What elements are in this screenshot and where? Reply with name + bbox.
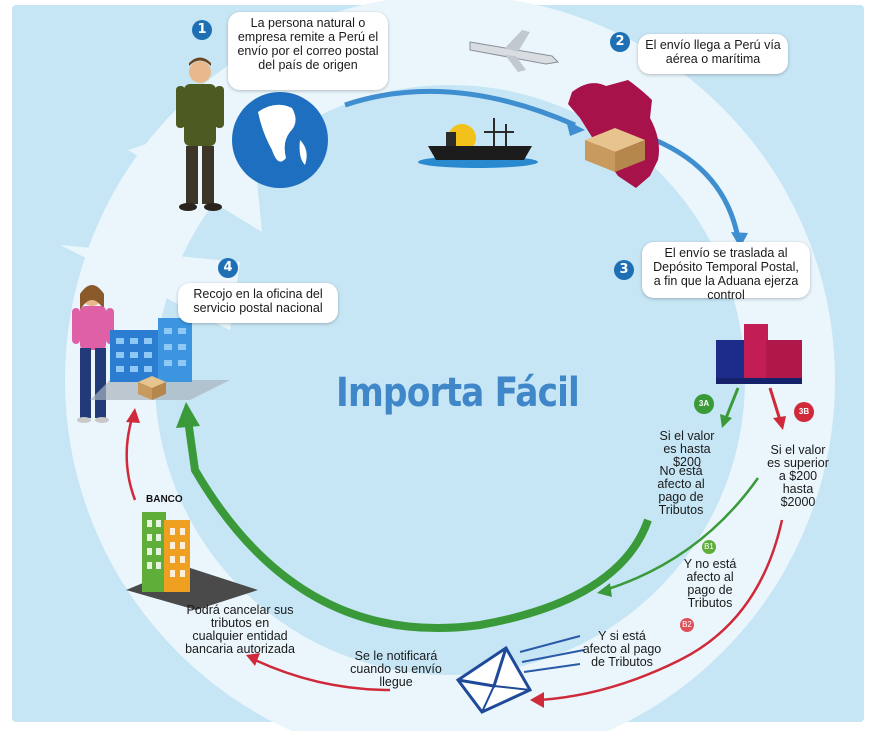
arrow-b2-head bbox=[530, 692, 544, 708]
tag-b1: B1 bbox=[702, 540, 716, 554]
step-1-text: La persona natural o empresa remite a Pe… bbox=[228, 12, 388, 90]
step-2-text: El envío llega a Perú vía aérea o maríti… bbox=[638, 34, 788, 74]
page-title: Importa Fácil bbox=[336, 370, 580, 416]
arrow-green-return-head bbox=[176, 402, 200, 428]
notify-text: Se le notificará cuando su envío llegue bbox=[350, 649, 442, 689]
arrow-2-3-head bbox=[731, 232, 748, 248]
branch-3a-value-text: Si el valor es hasta $200 bbox=[659, 429, 715, 469]
tag-3b: 3B bbox=[794, 402, 814, 422]
arrow-3b-head bbox=[773, 416, 786, 430]
arrow-bank-office-head bbox=[126, 408, 140, 423]
arrow-notify-bank-head bbox=[246, 653, 260, 666]
step-1-badge: 1 bbox=[192, 20, 212, 40]
branch-b1-text: Y no está afecto al pago de Tributos bbox=[683, 557, 737, 610]
bank-text: Podrá cancelar sus tributos en cualquier… bbox=[185, 603, 295, 656]
arrow-3a-head bbox=[720, 414, 732, 428]
branch-3b-value-text: Si el valor es superior a $200 hasta $20… bbox=[767, 443, 829, 509]
branch-b2-text: Y si está afecto al pago de Tributos bbox=[582, 629, 662, 669]
tag-b2: B2 bbox=[680, 618, 694, 632]
arrow-2-3 bbox=[654, 137, 741, 239]
step-4-text: Recojo en la oficina del servicio postal… bbox=[178, 283, 338, 323]
arrow-green-return bbox=[184, 419, 652, 632]
step-2-badge: 2 bbox=[610, 32, 630, 52]
arrow-1-2 bbox=[344, 88, 577, 128]
arrow-b1-head bbox=[597, 583, 612, 597]
arrow-3b bbox=[768, 387, 782, 421]
arrow-3a bbox=[724, 387, 740, 419]
step-3-badge: 3 bbox=[614, 260, 634, 280]
arrow-b1 bbox=[604, 477, 760, 592]
tag-3a: 3A bbox=[694, 394, 714, 414]
arrow-notify-bank bbox=[254, 658, 391, 692]
step-3-text: El envío se traslada al Depósito Tempora… bbox=[642, 242, 810, 302]
branch-3a-result-text: No está afecto al pago de Tributos bbox=[657, 464, 705, 517]
arrow-b2 bbox=[539, 519, 784, 702]
step-4-badge: 4 bbox=[218, 258, 238, 278]
arrow-bank-office bbox=[125, 417, 137, 501]
arrow-1-2-head bbox=[566, 120, 585, 136]
bank-label: BANCO bbox=[146, 494, 183, 505]
